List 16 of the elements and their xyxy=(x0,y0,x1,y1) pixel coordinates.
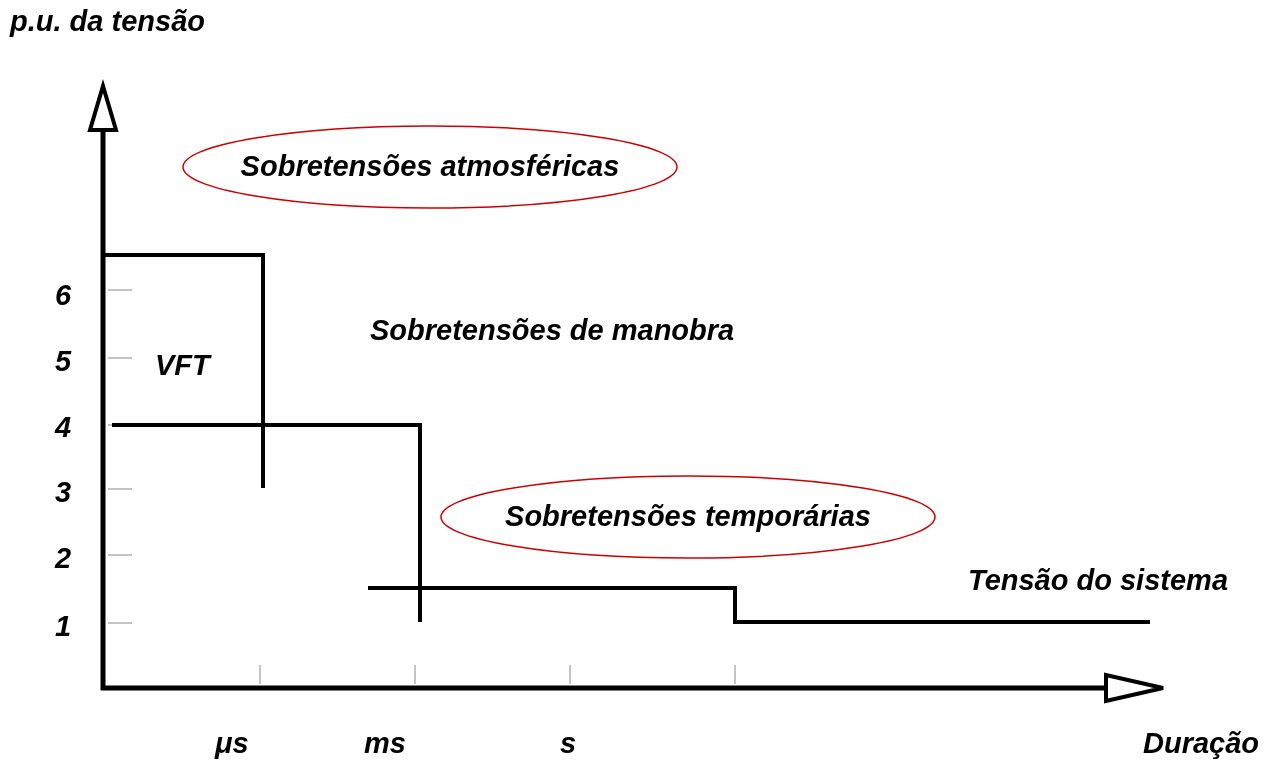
tick-label: s xyxy=(560,728,577,760)
axis-title: Duração xyxy=(1143,728,1260,760)
region-label: Sobretensões atmosféricas xyxy=(239,151,621,183)
region-label: Sobretensões temporárias xyxy=(504,501,872,533)
tick-label: μs xyxy=(215,728,249,760)
tick-label: ms xyxy=(364,728,406,760)
tick-label: 3 xyxy=(55,477,72,509)
region-label: Sobretensões de manobra xyxy=(370,315,735,347)
curve-label: Tensão do sistema xyxy=(968,565,1228,597)
tick-label: 1 xyxy=(55,611,72,643)
tick-label: 2 xyxy=(55,543,72,575)
tick-label: 4 xyxy=(55,412,72,444)
tick-label: 5 xyxy=(55,346,72,378)
tick-label: 6 xyxy=(55,280,72,312)
axis-title: p.u. da tensão xyxy=(10,6,205,38)
region-label: VFT xyxy=(155,350,210,382)
